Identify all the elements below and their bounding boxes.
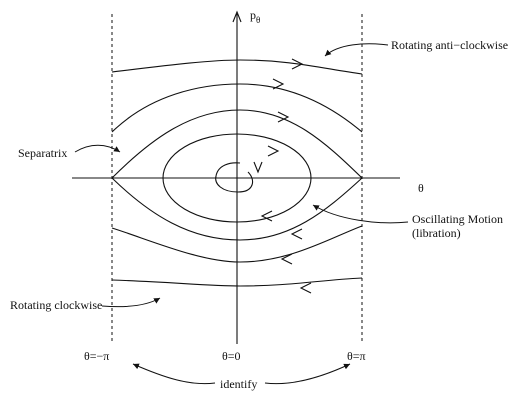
libration-orbit-outer: [162, 133, 312, 223]
oscillating-pointer: [312, 204, 409, 224]
direction-arrow-right: [272, 78, 285, 90]
identify-pointer-left: [132, 363, 216, 385]
rotating-trajectory-top: [111, 59, 363, 75]
rotating-trajectory-bottom: [111, 277, 363, 287]
tick-label-pi: θ=π: [347, 349, 366, 363]
theta-axis-label: θ: [418, 181, 424, 195]
libration-orbit-inner: [215, 162, 254, 193]
separatrix-lower: [111, 177, 363, 241]
direction-arrow-right: [267, 145, 280, 157]
identify-pointer-right: [264, 363, 351, 385]
direction-arrow-down: [253, 161, 263, 174]
separatrix-upper: [111, 109, 363, 179]
identify-label: identify: [220, 377, 258, 391]
anticlockwise-pointer: [324, 43, 389, 57]
rotating-trajectory-lower: [111, 225, 363, 263]
direction-arrow-left: [260, 210, 273, 222]
direction-arrow-left: [299, 282, 312, 294]
separatrix-label: Separatrix: [18, 146, 68, 160]
direction-arrow-left: [290, 228, 303, 240]
direction-arrow-right: [277, 111, 290, 123]
rotating-trajectory-upper: [111, 83, 363, 133]
clockwise-pointer: [101, 297, 161, 308]
direction-arrow-right: [291, 58, 304, 70]
direction-arrow-left: [280, 253, 293, 265]
p-theta-axis-arrow: [232, 10, 242, 23]
oscillating-motion-label: Oscillating Motion: [412, 212, 503, 226]
tick-label-minus-pi: θ=−π: [84, 349, 110, 363]
p-theta-axis-label: pθ: [250, 8, 261, 25]
separatrix-pointer: [74, 144, 121, 153]
tick-label-zero: θ=0: [222, 349, 241, 363]
rotating-anticlockwise-label: Rotating anti−clockwise: [391, 38, 509, 52]
libration-label: (libration): [412, 226, 461, 240]
rotating-clockwise-label: Rotating clockwise: [10, 298, 103, 312]
